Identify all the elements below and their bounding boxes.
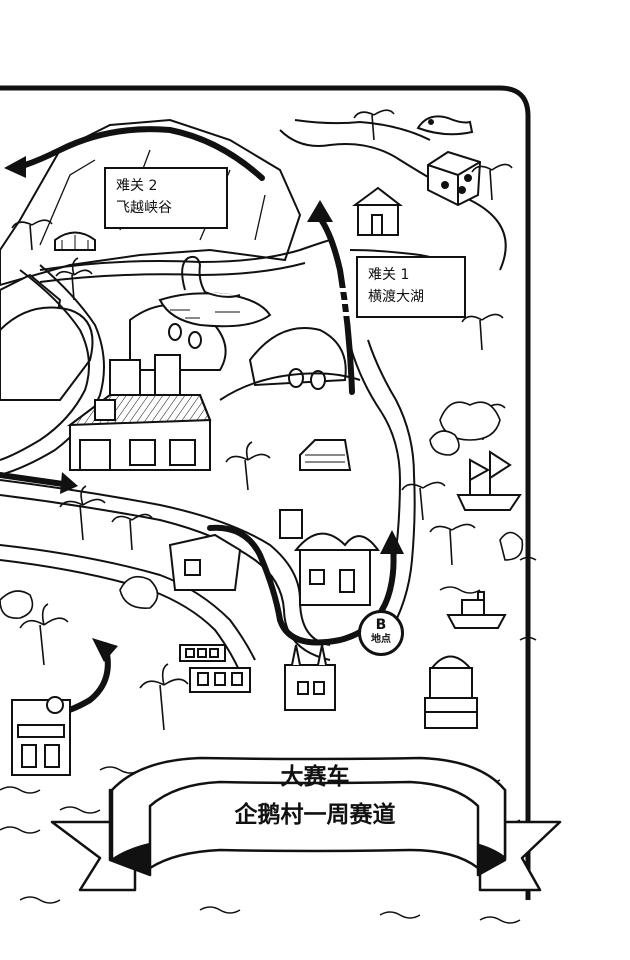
challenge-2-name: 难关 2 <box>116 178 158 194</box>
route-arrows <box>0 126 397 718</box>
observatory-building <box>424 655 478 729</box>
arrow-heads <box>4 156 404 662</box>
map-frame <box>0 85 531 900</box>
arrow-head-left-icon <box>4 156 26 178</box>
palm-tree-icon <box>19 603 69 666</box>
sailing-ship-icon <box>456 450 522 511</box>
bridge-icon <box>54 231 96 251</box>
village-house <box>279 509 380 606</box>
ribbon-inner <box>148 780 480 870</box>
location-b-place: 地点 <box>371 634 391 645</box>
dice-tower-icon <box>427 150 482 207</box>
small-house-top <box>351 186 403 236</box>
challenge-2-desc: 飞越峡谷 <box>116 200 172 216</box>
shop-building <box>11 696 71 776</box>
palm-tree-icon <box>225 441 271 491</box>
palm-tree-icon <box>471 163 513 201</box>
challenge-1-desc: 横渡大湖 <box>368 289 424 305</box>
palm-tree-icon <box>59 485 106 541</box>
route-arrow-lake <box>317 215 355 395</box>
stable-building <box>168 533 242 591</box>
sea-monster-icon <box>181 255 241 298</box>
arrow-head-up-icon <box>307 200 333 222</box>
banner-subtitle: 企鹅村一周赛道 <box>234 802 396 828</box>
rivers <box>0 119 507 476</box>
garage-building <box>299 439 352 471</box>
palm-tree-icon <box>461 313 504 351</box>
arrow-head-down-icon <box>92 638 118 662</box>
palm-tree-icon <box>139 663 189 731</box>
hills <box>0 304 347 401</box>
challenge-1-name: 难关 1 <box>368 267 410 283</box>
motor-boat-icon <box>446 591 507 629</box>
ships <box>416 115 522 629</box>
palm-trees <box>11 109 513 731</box>
palm-tree-icon <box>353 109 395 141</box>
jump-marks <box>338 288 358 316</box>
title-ribbon <box>50 756 562 892</box>
palm-tree-icon <box>401 481 446 521</box>
route-arrow-canyon <box>22 126 265 181</box>
lake <box>158 255 272 328</box>
gate-building <box>284 644 336 711</box>
arrow-head-up-icon <box>380 530 404 554</box>
location-b-marker: B 地点 <box>358 610 404 656</box>
palm-tree-icon <box>429 523 476 566</box>
route-arrow-west <box>0 472 73 488</box>
ticket-booth <box>189 667 251 693</box>
whale-icon <box>416 115 474 136</box>
banner-title: 大赛车 <box>280 764 350 790</box>
bushes <box>0 401 524 619</box>
route-arrow-town <box>207 524 397 646</box>
road-sign <box>179 644 226 662</box>
farm-house <box>66 354 212 471</box>
challenge-1-label: 难关 1 横渡大湖 <box>356 256 466 318</box>
arrow-head-right-icon <box>60 472 78 494</box>
palm-tree-icon <box>11 219 53 251</box>
buildings <box>11 150 482 776</box>
palm-tree-icon <box>55 257 93 301</box>
palm-tree-icon <box>111 513 153 551</box>
location-b-letter: B <box>375 617 387 633</box>
challenge-2-label: 难关 2 飞越峡谷 <box>104 167 228 229</box>
sea-waves <box>0 556 537 924</box>
